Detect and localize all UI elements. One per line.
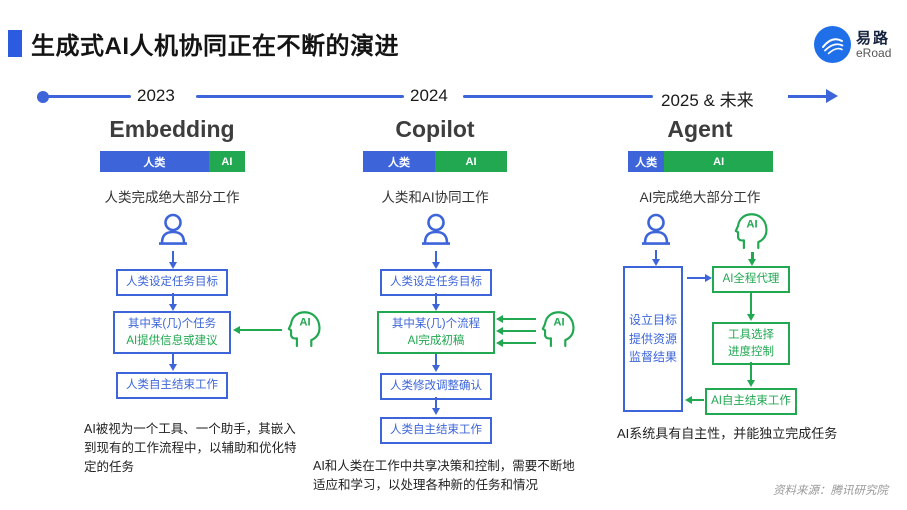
timeline-segment	[463, 95, 653, 98]
flow-box: 其中某(几)个流程 AI完成初稿	[377, 311, 495, 355]
flow-box: 人类自主结束工作	[380, 417, 492, 444]
stage-embedding-subtitle: 人类完成绝大部分工作	[104, 190, 240, 205]
tall-box-line: 监督结果	[628, 350, 677, 365]
arrow-left-icon	[496, 314, 536, 323]
arrow-left-icon	[685, 395, 704, 404]
ai-bar-label: AI	[465, 155, 477, 168]
ai-head-icon: AI	[287, 311, 321, 348]
arrow-left-icon	[233, 325, 282, 334]
human-bar-label: 人类	[388, 156, 410, 169]
timeline-segment	[196, 95, 404, 98]
timeline-start-dot	[37, 91, 49, 103]
ai-badge-text: AI	[746, 219, 757, 231]
stage-embedding-title: Embedding	[109, 116, 235, 142]
flow-box-line: 其中某(几)个流程	[391, 318, 481, 330]
person-icon	[422, 213, 450, 245]
ai-bar-label: AI	[713, 155, 725, 168]
flow-box: AI自主结束工作	[705, 388, 797, 415]
logo-subname: eRoad	[856, 46, 892, 60]
ai-badge-text: AI	[553, 317, 564, 329]
page-title: 生成式AI人机协同正在不断的演进	[31, 33, 399, 60]
data-source-note: 资料来源：腾讯研究院	[773, 485, 888, 497]
stage-agent-ratio-bar: 人类 AI	[628, 151, 773, 172]
arrow-down-icon	[168, 353, 177, 371]
tall-box-line: 设立目标	[628, 313, 677, 328]
company-logo: 易路 eRoad	[814, 26, 904, 64]
flow-box: 工具选择 进度控制	[712, 322, 790, 366]
timeline-year-2024: 2024	[410, 86, 448, 105]
flow-box: 人类设定任务目标	[380, 269, 492, 296]
person-icon	[642, 213, 670, 245]
timeline-segment	[47, 95, 131, 98]
ai-bar-segment: AI	[435, 151, 507, 172]
arrow-down-icon	[651, 250, 660, 266]
stage-copilot-title: Copilot	[395, 116, 475, 142]
person-icon	[159, 213, 187, 245]
arrow-down-icon	[746, 362, 755, 387]
human-role-box: 设立目标 提供资源 监督结果	[623, 266, 683, 412]
human-bar-label: 人类	[143, 156, 166, 169]
flow-box-line: AI提供信息或建议	[126, 334, 218, 347]
flow-box: AI全程代理	[712, 266, 790, 293]
human-bar-segment: 人类	[363, 151, 435, 172]
timeline-arrow-icon	[788, 89, 838, 103]
arrow-down-icon	[431, 293, 440, 311]
timeline-year-2023: 2023	[137, 86, 175, 105]
ai-head-icon: AI	[541, 311, 575, 348]
arrow-down-icon	[431, 397, 440, 415]
title-accent-square	[8, 30, 22, 57]
flow-box: 其中某(几)个任务 AI提供信息或建议	[113, 311, 231, 355]
stage-agent-title: Agent	[667, 116, 733, 142]
arrow-down-icon	[168, 293, 177, 311]
ai-badge-text: AI	[299, 317, 310, 329]
arrow-down-icon	[747, 252, 756, 266]
eroad-logo-icon	[814, 26, 851, 63]
arrow-left-icon	[496, 338, 536, 347]
ai-bar-label: AI	[221, 155, 233, 168]
stage-copilot-ratio-bar: 人类 AI	[363, 151, 507, 172]
flow-box: 人类设定任务目标	[116, 269, 228, 296]
stage-copilot-subtitle: 人类和AI协同工作	[381, 190, 489, 205]
stage-embedding-caption: AI被视为一个工具、一个助手，其嵌入到现有的工作流程中，以辅助和优化特定的任务	[84, 422, 297, 474]
human-bar-label: 人类	[635, 156, 658, 169]
flow-box-line: 进度控制	[728, 345, 774, 358]
ai-head-icon: AI	[734, 213, 768, 250]
human-bar-segment: 人类	[100, 151, 209, 172]
human-bar-segment: 人类	[628, 151, 665, 172]
ai-bar-segment: AI	[664, 151, 773, 172]
arrow-right-icon	[687, 273, 712, 282]
arrow-down-icon	[431, 251, 440, 269]
stage-copilot-caption: AI和人类在工作中共享决策和控制，需要不断地适应和学习，以处理各种新的任务和情况	[313, 459, 575, 492]
flow-box: 人类自主结束工作	[116, 372, 228, 399]
arrow-left-icon	[496, 326, 536, 335]
tall-box-line: 提供资源	[628, 331, 677, 346]
flow-box-line: 其中某(几)个任务	[127, 318, 217, 330]
flow-box-line: 工具选择	[728, 329, 774, 341]
stage-agent-subtitle: AI完成绝大部分工作	[639, 190, 761, 205]
ai-bar-segment: AI	[208, 151, 245, 172]
arrow-down-icon	[168, 251, 177, 269]
stage-embedding-ratio-bar: 人类 AI	[100, 151, 245, 172]
flow-box: 人类修改调整确认	[380, 373, 492, 400]
stage-agent-caption: AI系统具有自主性，并能独立完成任务	[617, 426, 838, 441]
arrow-down-icon	[746, 292, 755, 321]
arrow-down-icon	[431, 354, 440, 372]
flow-box-line: AI完成初稿	[407, 334, 465, 347]
logo-name: 易路	[856, 30, 891, 47]
timeline-year-2025: 2025 & 未来	[661, 91, 754, 110]
